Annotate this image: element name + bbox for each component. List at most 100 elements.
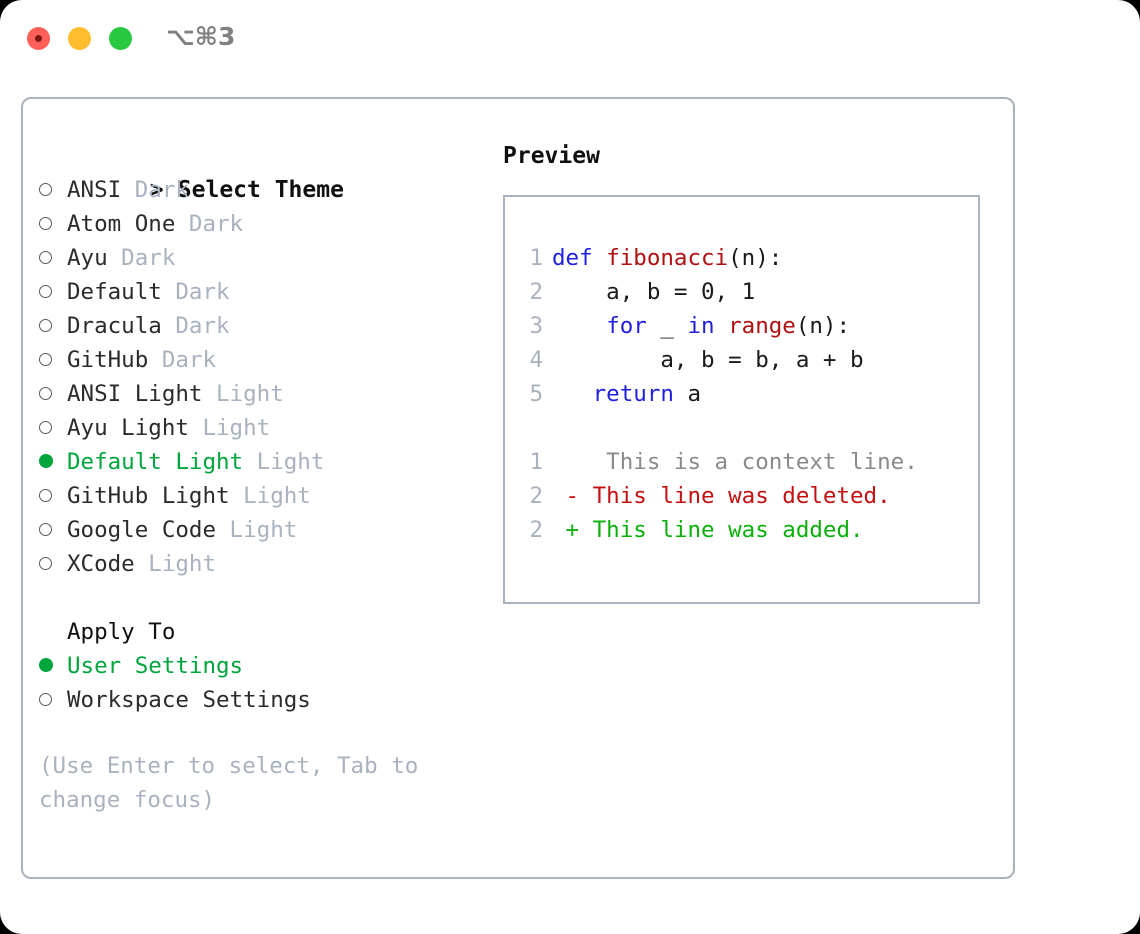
theme-list-item[interactable]: GitHub Light Light (39, 479, 489, 513)
theme-list-item[interactable]: Google Code Light (39, 513, 489, 547)
radio-unselected-icon (39, 387, 52, 400)
radio-unselected-icon (39, 489, 52, 502)
maximize-button-icon[interactable] (109, 27, 132, 50)
theme-item-radio (39, 343, 67, 377)
theme-item-name: Google Code (67, 517, 217, 543)
apply-to-item-label: Workspace Settings (67, 687, 311, 713)
theme-item-radio (39, 513, 67, 547)
theme-list-item[interactable]: Atom One Dark (39, 207, 489, 241)
code-token: (n): (795, 313, 851, 339)
theme-list-item[interactable]: Ayu Dark (39, 241, 489, 275)
diff-line: 2 + This line was added. (519, 513, 978, 547)
code-line-number: 4 (529, 347, 543, 373)
radio-unselected-icon (39, 285, 52, 298)
select-theme-header-label: Select Theme (177, 177, 344, 203)
diff-line-text: - This line was deleted. (552, 483, 891, 509)
theme-item-kind: Dark (161, 279, 230, 305)
theme-item-name: XCode (67, 551, 135, 577)
diff-line-number: 2 (529, 517, 543, 543)
traffic-lights (27, 27, 132, 50)
theme-item-name: GitHub (67, 347, 149, 373)
theme-item-kind: Dark (107, 245, 176, 271)
theme-item-name: Dracula (67, 313, 162, 339)
theme-item-name: Ayu Light (67, 415, 189, 441)
code-token: (n): (728, 245, 783, 271)
theme-item-kind: Light (202, 381, 284, 407)
code-token: a, b = b, a + b (552, 347, 864, 373)
theme-item-radio (39, 309, 67, 343)
code-token: for (606, 313, 647, 339)
apply-to-item[interactable]: User Settings (39, 649, 489, 683)
code-token (552, 313, 606, 339)
radio-unselected-icon (39, 217, 52, 230)
radio-unselected-icon (39, 523, 52, 536)
code-token (552, 381, 593, 407)
radio-unselected-icon (39, 693, 52, 706)
diff-line: 1 This is a context line. (519, 445, 978, 479)
radio-unselected-icon (39, 557, 52, 570)
theme-item-radio (39, 411, 67, 445)
theme-item-name: GitHub Light (67, 483, 230, 509)
theme-list-item[interactable]: Dracula Dark (39, 309, 489, 343)
code-line-number: 5 (529, 381, 543, 407)
code-line-number: 1 (529, 245, 543, 271)
keyboard-shortcut-label: ⌥⌘3 (166, 22, 236, 51)
theme-item-radio (39, 377, 67, 411)
radio-selected-icon (39, 658, 53, 672)
radio-unselected-icon (39, 421, 52, 434)
theme-item-radio (39, 173, 67, 207)
diff-line-text: This is a context line. (552, 449, 918, 475)
code-line: 4 a, b = b, a + b (519, 343, 978, 377)
theme-item-name: ANSI Light (67, 381, 203, 407)
diff-sample: 1 This is a context line.2 - This line w… (519, 445, 978, 547)
theme-item-name: ANSI (67, 177, 122, 203)
keyboard-hint-text: (Use Enter to select, Tab to change focu… (39, 753, 419, 813)
theme-item-kind: Light (229, 483, 311, 509)
theme-item-kind: Dark (148, 347, 217, 373)
preview-title: Preview (503, 143, 600, 169)
code-token: a, b = 0, 1 (552, 279, 756, 305)
theme-list-item[interactable]: ANSI Dark (39, 173, 489, 207)
theme-item-radio (39, 241, 67, 275)
list-spacer (39, 581, 489, 615)
diff-line: 2 - This line was deleted. (519, 479, 978, 513)
apply-to-item[interactable]: Workspace Settings (39, 683, 489, 717)
theme-item-radio (39, 479, 67, 513)
code-token: fibonacci (606, 245, 729, 271)
code-diff-separator (519, 411, 978, 445)
radio-unselected-icon (39, 319, 52, 332)
theme-list-item[interactable]: Ayu Light Light (39, 411, 489, 445)
theme-item-kind: Light (134, 551, 217, 577)
theme-item-kind: Dark (175, 211, 244, 237)
window-titlebar: ⌥⌘3 (0, 0, 1140, 76)
theme-list-item[interactable]: Default Dark (39, 275, 489, 309)
diff-line-text: + This line was added. (552, 517, 864, 543)
apply-to-header: Apply To (67, 619, 176, 645)
theme-item-name: Atom One (67, 211, 176, 237)
code-line-number: 2 (529, 279, 543, 305)
theme-item-name: Default Light (67, 449, 244, 475)
diff-line-number: 1 (529, 449, 543, 475)
code-token: in (687, 313, 715, 339)
theme-item-kind: Dark (161, 313, 230, 339)
code-line-number: 3 (529, 313, 543, 339)
theme-list-item[interactable]: ANSI Light Light (39, 377, 489, 411)
theme-list-item[interactable]: GitHub Dark (39, 343, 489, 377)
theme-list-item[interactable]: XCode Light (39, 547, 489, 581)
theme-list-item[interactable]: Default Light Light (39, 445, 489, 479)
radio-selected-icon (39, 454, 53, 468)
apply-to-item-label: User Settings (67, 653, 244, 679)
code-line: 3 for _ in range(n): (519, 309, 978, 343)
minimize-button-icon[interactable] (68, 27, 91, 50)
theme-item-radio (39, 275, 67, 309)
close-button-icon[interactable] (27, 27, 50, 50)
select-theme-header: >Select Theme (39, 139, 489, 203)
code-token: range (728, 313, 796, 339)
radio-unselected-icon (39, 183, 52, 196)
